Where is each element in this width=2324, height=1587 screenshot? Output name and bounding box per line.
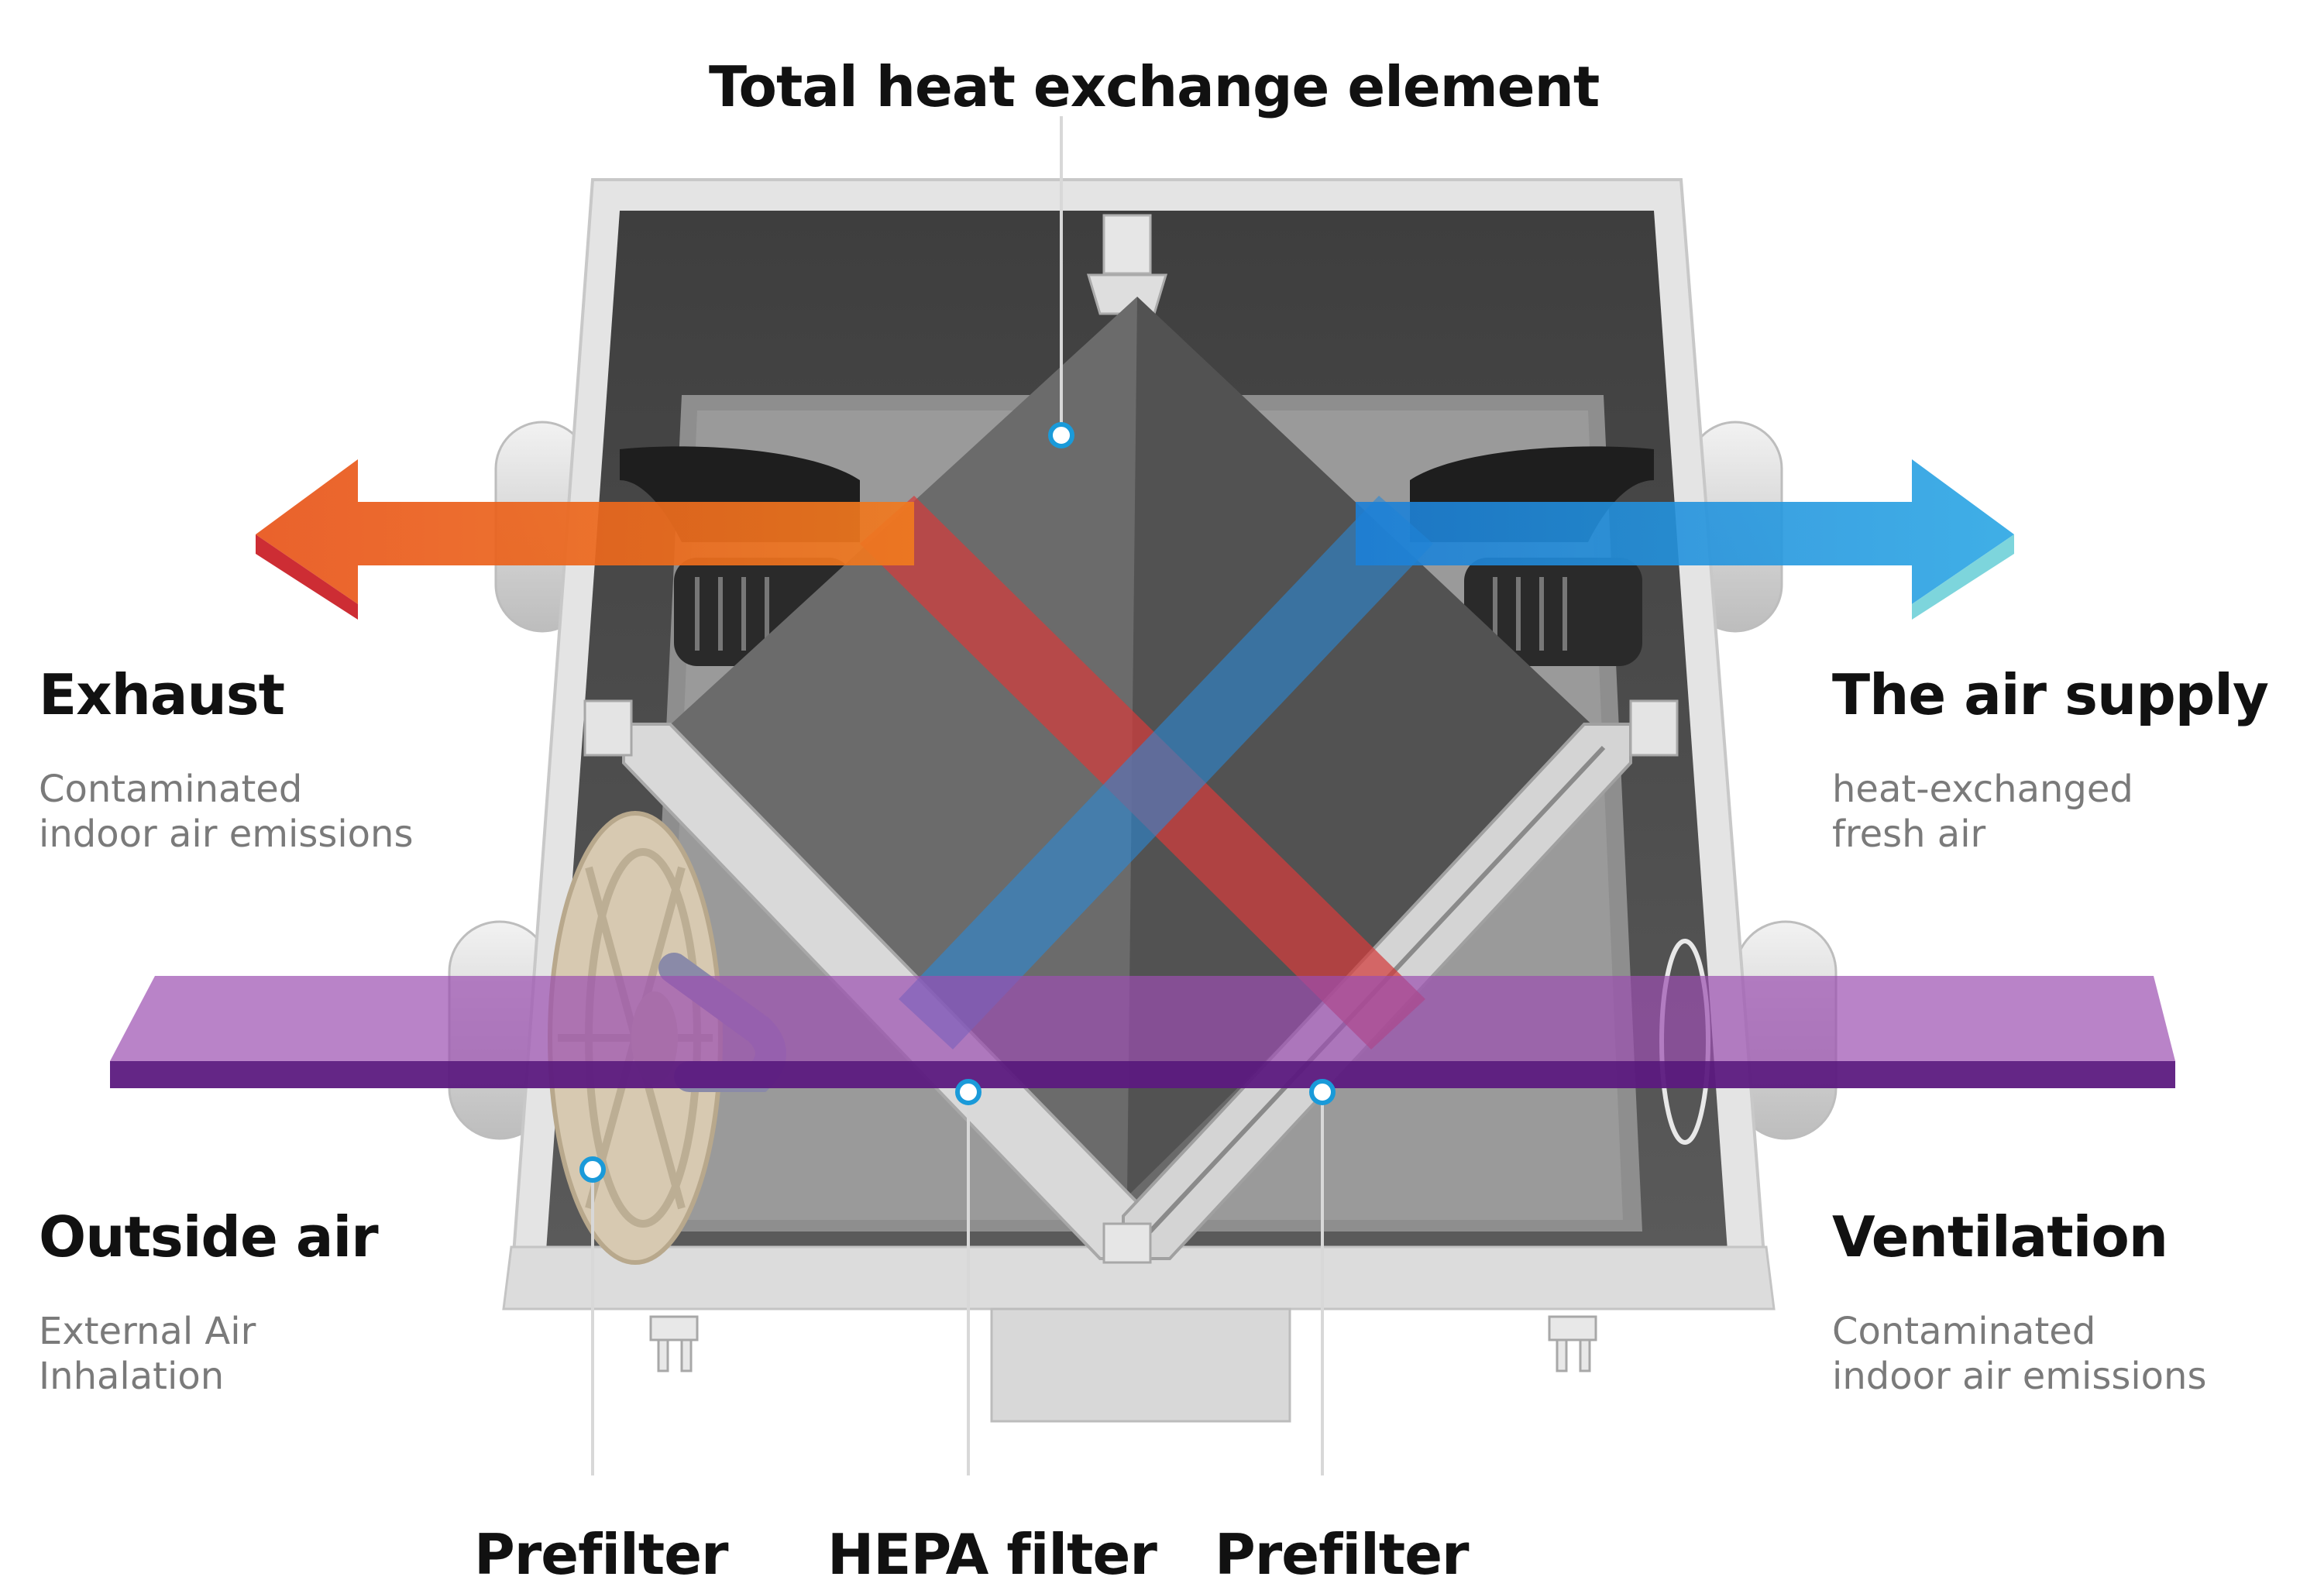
label-prefilter-right: Prefilter: [1215, 1522, 1470, 1587]
side-bracket-right: [1629, 699, 1679, 757]
callout-lines: [591, 116, 1324, 1475]
label-ventilation-desc: Contaminated indoor air emissions: [1832, 1309, 2206, 1399]
bottom-bracket: [1102, 1222, 1152, 1264]
label-air-supply-title: The air supply: [1832, 662, 2269, 727]
callout-dot: [955, 1079, 982, 1105]
label-exhaust-line-1: Contaminated: [39, 768, 303, 811]
callout-dots: [579, 422, 1336, 1183]
top-bracket: [1102, 214, 1152, 275]
flow-band-blue: [899, 496, 1433, 1049]
label-outside-air-line-1: External Air: [39, 1310, 256, 1353]
label-ventilation-title: Ventilation: [1832, 1204, 2168, 1269]
label-ventilation-line-2: indoor air emissions: [1832, 1355, 2207, 1398]
label-exhaust-desc: Contaminated indoor air emissions: [39, 767, 413, 857]
label-air-supply-desc: heat-exchanged fresh air: [1832, 767, 2133, 857]
label-hepa-filter: HEPA filter: [827, 1522, 1157, 1587]
label-air-supply-line-2: fresh air: [1832, 812, 1986, 856]
callout-dot: [579, 1156, 606, 1183]
callout-dot: [1048, 422, 1074, 448]
label-air-supply-line-1: heat-exchanged: [1832, 768, 2133, 811]
drain-box: [990, 1307, 1291, 1423]
label-prefilter-left: Prefilter: [474, 1522, 729, 1587]
label-ventilation-line-1: Contaminated: [1832, 1310, 2096, 1353]
label-exhaust-line-2: indoor air emissions: [39, 812, 414, 856]
side-bracket-left: [583, 699, 633, 757]
housing-bottom-lip: [502, 1245, 1776, 1310]
callout-dot: [1309, 1079, 1336, 1105]
supply-arrow: [1356, 459, 2014, 620]
label-exhaust-title: Exhaust: [39, 662, 285, 727]
exhaust-arrow: [256, 459, 914, 620]
mount-clips: [649, 1315, 1597, 1372]
label-outside-air-title: Outside air: [39, 1204, 379, 1269]
label-heat-exchange-element: Total heat exchange element: [709, 54, 1600, 119]
label-outside-air-line-2: Inhalation: [39, 1355, 225, 1398]
label-outside-air-desc: External Air Inhalation: [39, 1309, 256, 1399]
outside-air-band: [110, 976, 2175, 1088]
